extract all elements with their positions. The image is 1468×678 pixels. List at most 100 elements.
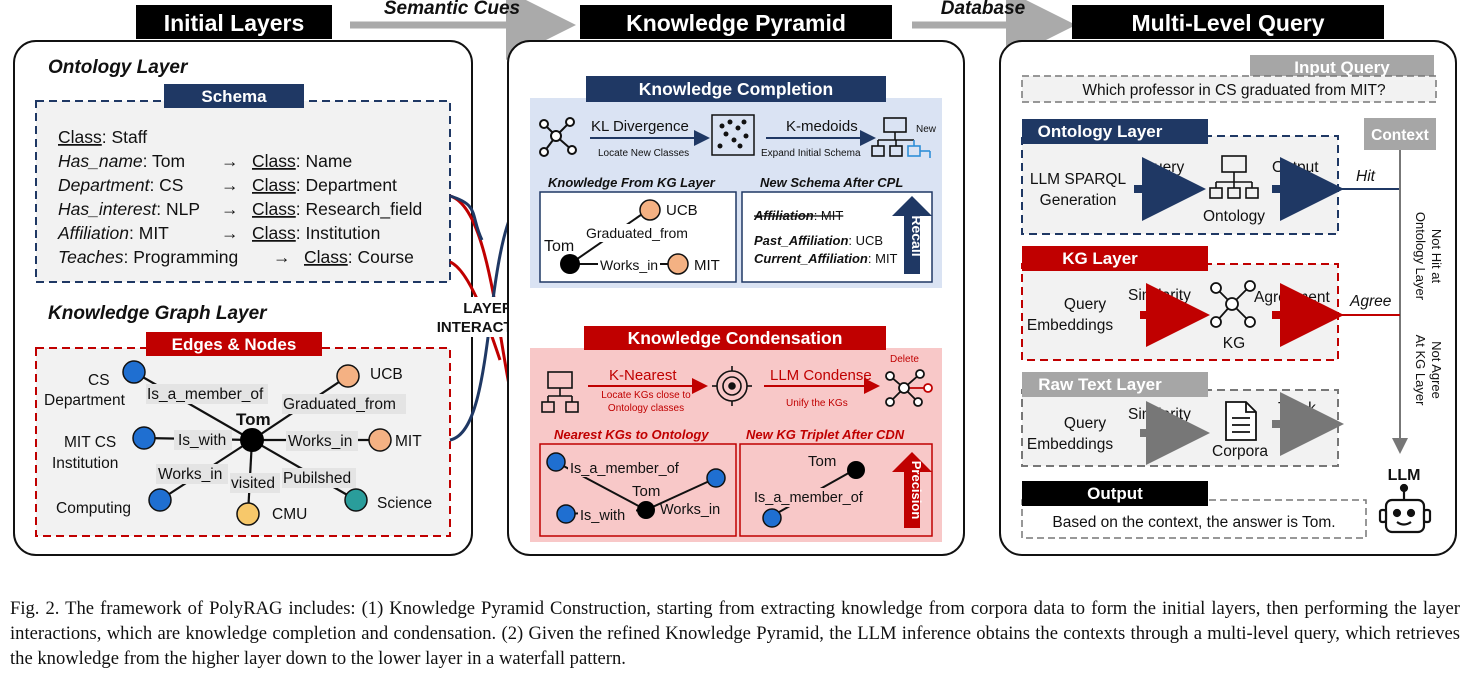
target-icon <box>712 366 752 406</box>
robot-icon <box>1378 483 1432 534</box>
output-tag <box>1022 481 1208 506</box>
recall-arrow <box>892 196 932 274</box>
recall-label: Recall <box>909 215 925 256</box>
nearest-tom-node <box>637 501 655 519</box>
edge-is-with: Is_with <box>178 432 226 449</box>
schema-row-2-arrow: → <box>221 151 239 171</box>
ontology-query-tag-label: Ontology Layer <box>1038 122 1163 141</box>
header-knowledge-pyramid-text: Knowledge Pyramid <box>626 10 846 36</box>
schema-row-2-left: Has_name: Tom <box>58 151 185 171</box>
query-word-1: Query <box>1142 159 1184 176</box>
from-kg-title: Knowledge From KG Layer <box>548 175 716 190</box>
input-query-text: Which professor in CS graduated from MIT… <box>1082 82 1386 99</box>
nearest-tom-label: Tom <box>632 483 660 500</box>
header-multi-level-query <box>1072 5 1384 39</box>
node-tom <box>240 428 264 452</box>
schema-rows: Class: Staff Has_name: Tom → Class: Name… <box>57 127 422 267</box>
schema-line-affiliation: Affiliation: MIT <box>753 208 843 223</box>
completion-mit-label: MIT <box>694 257 720 274</box>
schema-row-3-right: Class: Department <box>252 175 397 195</box>
nearest-node-2 <box>706 468 726 488</box>
ontology-word: Ontology <box>1203 208 1265 225</box>
node-mit-label: MIT <box>395 433 422 450</box>
edge-published: Pubilshed <box>283 470 351 487</box>
top-k-label: Top-k <box>1278 400 1316 417</box>
network-icon-delete <box>885 369 933 407</box>
schema-tree-icon-new <box>871 117 931 158</box>
node-computing <box>148 488 172 512</box>
edges-nodes-tag-label: Edges & Nodes <box>172 335 297 354</box>
ontology-layer-title: Ontology Layer <box>48 57 189 78</box>
completion-graduated-from: Graduated_from <box>586 225 688 241</box>
nearest-is-a-member-of: Is_a_member_of <box>570 461 680 477</box>
llm-label: LLM <box>1388 467 1421 484</box>
context-tag <box>1364 118 1436 150</box>
new-triplet-title: New KG Triplet After CDN <box>746 427 905 442</box>
completion-tag-label: Knowledge Completion <box>639 79 833 99</box>
k-medoids-label: K-medoids <box>786 118 858 135</box>
schema-row-5-arrow: → <box>221 223 239 243</box>
database-label: Database <box>941 0 1026 19</box>
kg-query-tag <box>1022 246 1208 271</box>
completion-ucb-label: UCB <box>666 202 698 219</box>
output-box <box>1021 499 1367 539</box>
kg-edge-labels: Is_a_member_of Graduated_from Is_with Wo… <box>146 384 406 493</box>
node-cmu-label: CMU <box>272 506 307 523</box>
input-query-tag-label: Input Query <box>1294 58 1390 77</box>
precision-label: Precision <box>909 461 924 520</box>
ontology-to-completion-curve-a <box>449 194 484 241</box>
nearest-is-with: Is_with <box>580 508 625 524</box>
node-science <box>344 488 368 512</box>
raw-text-tag <box>1022 372 1208 397</box>
kg-network-icon <box>1210 280 1256 328</box>
kg-word: KG <box>1223 335 1245 352</box>
schema-row-3-left: Department: CS <box>58 175 183 195</box>
delete-label: Delete <box>890 354 919 365</box>
new-label: New <box>916 124 937 135</box>
node-cmu <box>236 502 260 526</box>
kg-similarity-label: Similarity <box>1128 287 1191 304</box>
output-text: Based on the context, the answer is Tom. <box>1052 514 1335 531</box>
completion-mit-node <box>667 253 689 275</box>
framework-diagram: Initial Layers Semantic Cues Knowledge P… <box>13 0 1457 556</box>
edges-nodes-tag <box>146 332 322 356</box>
ontology-query-tag <box>1022 119 1208 144</box>
new-schema-box <box>741 191 933 283</box>
new-triplet-tom-node <box>847 461 865 479</box>
not-hit-label: Not Hit atOntology Layer <box>1413 212 1444 301</box>
llm-condense-label: LLM Condense <box>770 367 872 384</box>
schema-tag <box>164 84 304 108</box>
schema-row-1: Class: Staff <box>58 127 147 147</box>
header-initial-layers <box>136 5 332 39</box>
hit-label: Hit <box>1356 168 1376 185</box>
context-tag-label: Context <box>1371 127 1429 144</box>
new-triplet-node <box>762 508 782 528</box>
completion-tag <box>586 76 886 102</box>
kg-query-tag-label: KG Layer <box>1062 249 1138 268</box>
edge-is-a-member-of: Is_a_member_of <box>147 386 264 403</box>
input-query-box <box>1021 75 1437 103</box>
edge-visited: visited <box>231 475 275 492</box>
header-initial-layers-text: Initial Layers <box>164 10 305 36</box>
expand-schema-label: Expand Initial Schema <box>761 148 861 159</box>
figure-caption: Fig. 2. The framework of PolyRAG include… <box>10 598 1460 669</box>
agreement-label: Agreement <box>1254 289 1331 306</box>
node-ucb-label: UCB <box>370 366 403 383</box>
output-word: Output <box>1272 159 1319 176</box>
k-nearest-label: K-Nearest <box>609 367 677 384</box>
node-tom-label: Tom <box>236 410 271 429</box>
nearest-title: Nearest KGs to Ontology <box>554 427 709 442</box>
node-computing-label: Computing <box>56 500 131 517</box>
raw-text-tag-label: Raw Text Layer <box>1038 375 1162 394</box>
schema-box <box>35 100 451 283</box>
nearest-node-3 <box>556 504 576 524</box>
schema-row-4-arrow: → <box>221 199 239 219</box>
header-knowledge-pyramid <box>580 5 892 39</box>
semantic-cues-label: Semantic Cues <box>384 0 520 19</box>
node-mit <box>368 428 392 452</box>
